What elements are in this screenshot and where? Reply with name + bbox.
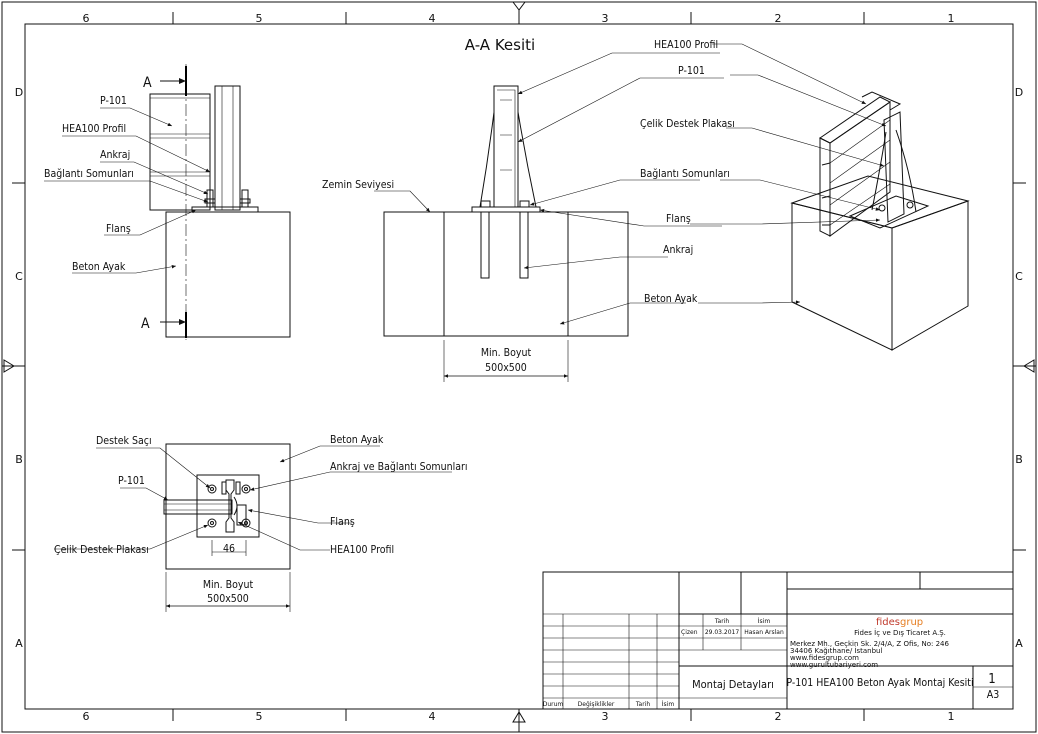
col-label-bottom: 1 bbox=[948, 710, 955, 723]
tb-f-isim: İsim bbox=[662, 701, 675, 708]
row-label-right: B bbox=[1015, 453, 1023, 466]
side-label-beton: Beton Ayak bbox=[72, 261, 126, 273]
top-label-flans: Flanş bbox=[330, 516, 355, 528]
col-label-top: 3 bbox=[602, 12, 609, 25]
iso-label-flans: Flanş bbox=[666, 213, 691, 225]
tb-addr1: Merkez Mh., Geçkin Sk. 2/4/A, Z Ofis, No… bbox=[790, 640, 949, 648]
side-beton-ayak bbox=[165, 211, 291, 338]
tb-web1: www.fidesgrup.com bbox=[790, 654, 859, 662]
frame-labels: 6 5 4 3 2 1 6 5 4 3 2 1 D C B A D C B A bbox=[15, 12, 1023, 723]
center-mark-right bbox=[1013, 359, 1036, 373]
col-label-bottom: 3 bbox=[602, 710, 609, 723]
row-label-right: A bbox=[1015, 637, 1023, 650]
brand-logo-grup: grup bbox=[900, 617, 923, 628]
tb-paper: A3 bbox=[987, 689, 999, 701]
tb-name: Hasan Arslan bbox=[744, 629, 784, 636]
section-title: A-A Kesiti bbox=[465, 36, 535, 54]
tb-row-cizen: Çizen bbox=[681, 629, 698, 636]
iso-label-p101: P-101 bbox=[678, 65, 705, 77]
col-label-bottom: 5 bbox=[256, 710, 263, 723]
tb-f-durum: Durum bbox=[543, 701, 564, 708]
section-min-boyut: Min. Boyut bbox=[481, 347, 532, 359]
cut-marker-bottom: A bbox=[141, 316, 150, 332]
tb-date: 29.03.2017 bbox=[705, 629, 740, 636]
tb-web2: www.gurultubariyeri.com bbox=[790, 661, 878, 669]
top-label-p101: P-101 bbox=[118, 475, 145, 487]
side-label-flans: Flanş bbox=[106, 223, 131, 235]
center-mark-left bbox=[2, 359, 25, 373]
section-label-beton: Beton Ayak bbox=[644, 293, 698, 305]
top-dim-46: 46 bbox=[223, 543, 235, 555]
side-view: A A bbox=[44, 64, 291, 340]
iso-label-baglanti: Bağlantı Somunları bbox=[640, 168, 730, 180]
iso-view bbox=[690, 43, 970, 351]
side-flans bbox=[191, 206, 259, 213]
top-size: 500x500 bbox=[207, 593, 249, 605]
row-label-left: D bbox=[15, 86, 23, 99]
section-view bbox=[374, 52, 724, 382]
col-label-bottom: 6 bbox=[83, 710, 90, 723]
section-label-ankraj: Ankraj bbox=[663, 244, 693, 256]
col-label-top: 5 bbox=[256, 12, 263, 25]
col-label-top: 6 bbox=[83, 12, 90, 25]
col-label-bottom: 4 bbox=[429, 710, 436, 723]
side-label-baglanti: Bağlantı Somunları bbox=[44, 168, 134, 180]
top-label-beton: Beton Ayak bbox=[330, 434, 384, 446]
top-min-boyut: Min. Boyut bbox=[203, 579, 254, 591]
top-label-celik: Çelik Destek Plakası bbox=[54, 544, 149, 556]
iso-label-celik: Çelik Destek Plakası bbox=[640, 118, 735, 130]
tb-col-isim: İsim bbox=[758, 618, 771, 625]
row-label-right: C bbox=[1015, 270, 1023, 283]
section-size: 500x500 bbox=[485, 362, 527, 374]
col-label-top: 1 bbox=[948, 12, 955, 25]
tb-addr2: 34406 Kağıthane/ İstanbul bbox=[790, 646, 882, 655]
row-label-left: B bbox=[15, 453, 23, 466]
col-label-top: 2 bbox=[775, 12, 782, 25]
tb-f-tarih: Tarih bbox=[635, 701, 650, 708]
top-label-destek-saci: Destek Saçı bbox=[96, 435, 152, 447]
side-label-hea100: HEA100 Profil bbox=[62, 123, 126, 135]
tb-company: Fides İç ve Dış Ticaret A.Ş. bbox=[854, 628, 946, 637]
row-label-right: D bbox=[1015, 86, 1023, 99]
title-block bbox=[542, 571, 1014, 710]
brand-logo-fides: fides bbox=[876, 617, 900, 628]
cut-marker-top: A bbox=[143, 75, 152, 91]
col-label-bottom: 2 bbox=[775, 710, 782, 723]
top-label-hea100: HEA100 Profil bbox=[330, 544, 394, 556]
center-mark-top bbox=[512, 1, 526, 24]
iso-label-hea100: HEA100 Profil bbox=[654, 39, 718, 51]
top-label-ankraj-baglanti: Ankraj ve Bağlantı Somunları bbox=[330, 461, 467, 473]
top-view bbox=[54, 443, 452, 612]
tb-drawing-title: P-101 HEA100 Beton Ayak Montaj Kesiti bbox=[786, 677, 973, 689]
tb-sheet: 1 bbox=[988, 672, 995, 687]
tb-f-degisiklikler: Değişiklikler bbox=[578, 701, 615, 708]
side-label-p101: P-101 bbox=[100, 95, 127, 107]
tb-project: Montaj Detayları bbox=[692, 678, 774, 691]
side-hea-post bbox=[214, 85, 241, 211]
center-mark-bottom bbox=[512, 709, 526, 732]
tb-col-tarih: Tarih bbox=[714, 618, 729, 625]
row-label-left: C bbox=[15, 270, 23, 283]
side-panel bbox=[149, 93, 211, 211]
section-label-zemin: Zemin Seviyesi bbox=[322, 179, 394, 191]
col-label-top: 4 bbox=[429, 12, 436, 25]
side-label-ankraj: Ankraj bbox=[100, 149, 130, 161]
row-label-left: A bbox=[15, 637, 23, 650]
